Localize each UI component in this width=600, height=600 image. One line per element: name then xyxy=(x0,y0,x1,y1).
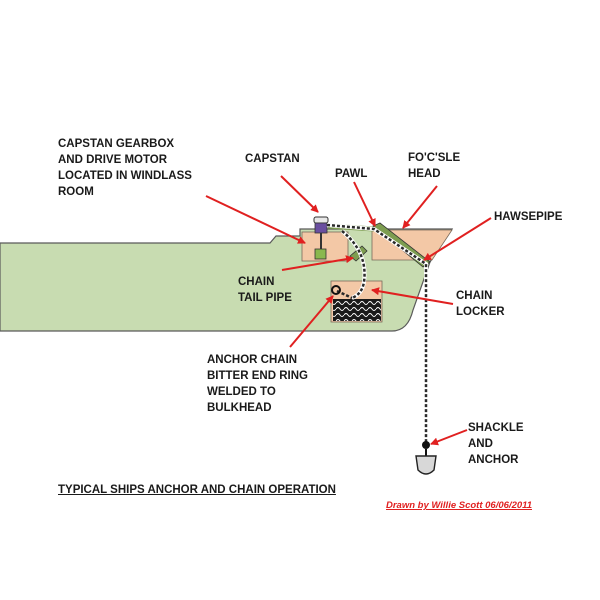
label-pawl: PAWL xyxy=(335,168,368,180)
bitter-end-ring xyxy=(331,285,341,295)
label-focsle-head: FO'C'SLE HEAD xyxy=(408,152,461,180)
author-credit: Drawn by Willie Scott 06/06/2011 xyxy=(386,500,532,511)
label-shackle-anchor: SHACKLE AND ANCHOR xyxy=(468,422,524,466)
diagram-title: TYPICAL SHIPS ANCHOR AND CHAIN OPERATION xyxy=(58,484,336,496)
label-capstan-gearbox: CAPSTAN GEARBOX AND DRIVE MOTOR LOCATED … xyxy=(58,138,192,198)
label-hawsepipe: HAWSEPIPE xyxy=(494,211,563,223)
chain-pile xyxy=(333,299,381,321)
label-capstan: CAPSTAN xyxy=(245,153,300,165)
capstan-unit xyxy=(313,216,329,260)
anchor-icon xyxy=(415,441,437,475)
label-chain-locker: CHAIN LOCKER xyxy=(456,290,505,318)
leader-arrows xyxy=(205,175,492,446)
label-chain-tail-pipe: CHAIN TAIL PIPE xyxy=(238,276,292,304)
label-anchor-chain-ring: ANCHOR CHAIN BITTER END RING WELDED TO B… xyxy=(207,354,308,414)
